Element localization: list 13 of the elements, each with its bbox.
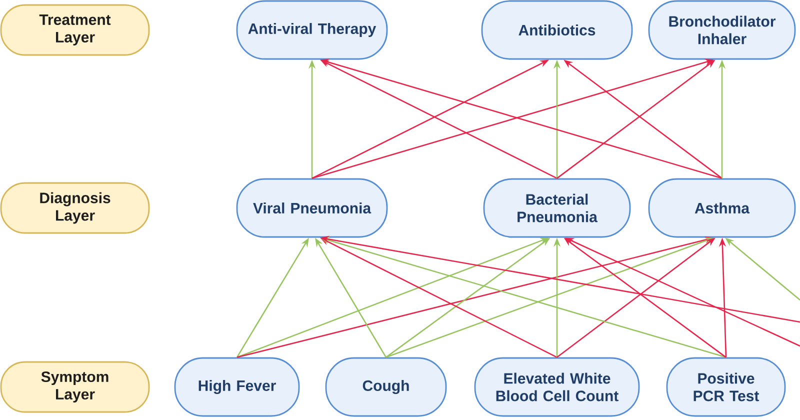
concept-box: Cough <box>325 357 447 417</box>
concept-box: Elevated White Blood Cell Count <box>474 357 640 417</box>
concept-box: Positive PCR Test <box>666 357 786 417</box>
concept-box: High Fever <box>174 357 300 417</box>
concept-box: Anti-viral Therapy <box>236 0 388 60</box>
layer-badge: Diagnosis Layer <box>0 182 150 234</box>
layer-badge: Symptom Layer <box>0 361 150 413</box>
concept-box: Antibiotics <box>481 0 633 60</box>
concept-box: Bacterial Pneumonia <box>483 178 631 238</box>
concept-box: Viral Pneumonia <box>236 178 388 238</box>
concept-box: Asthma <box>648 178 796 238</box>
layer-badge: Treatment Layer <box>0 4 150 56</box>
concept-box: Bronchodilator Inhaler <box>648 0 796 60</box>
